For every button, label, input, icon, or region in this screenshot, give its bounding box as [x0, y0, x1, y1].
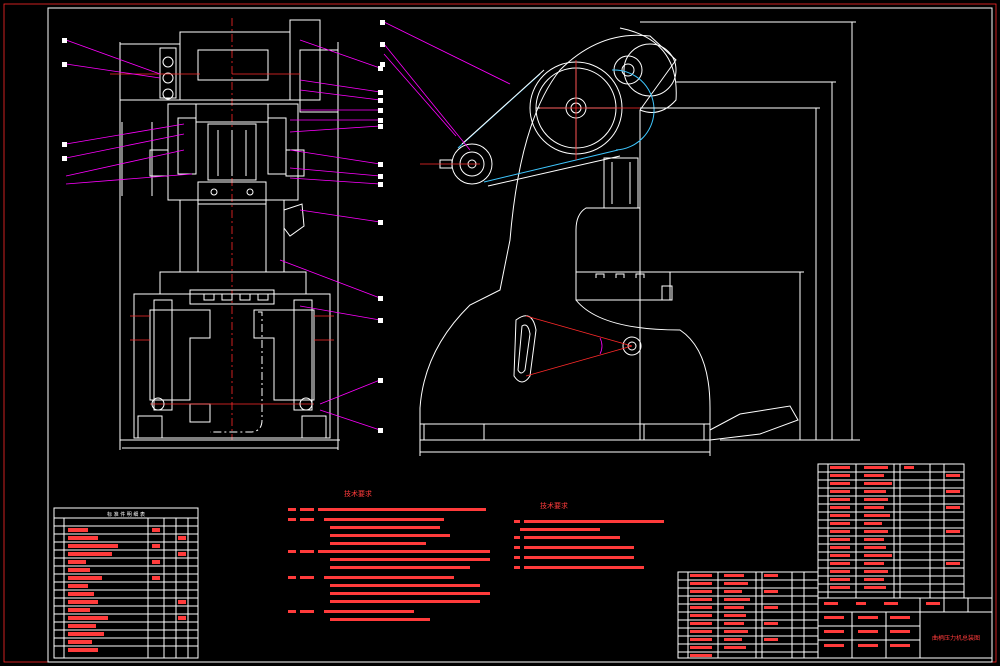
parts-table-title: 标 准 件 明 细 表	[107, 511, 145, 518]
front-view	[110, 18, 340, 450]
bill-of-materials-lower	[677, 571, 819, 659]
side-view	[419, 27, 799, 441]
side-dimensions	[419, 21, 860, 456]
parts-list-table: 标 准 件 明 细 表	[53, 507, 199, 659]
front-callouts	[62, 38, 383, 433]
front-leaders	[65, 39, 381, 431]
tech-notes-heading: 技术要求	[344, 489, 372, 498]
tech-notes-heading-2: 技术要求	[540, 501, 568, 510]
title-block: 曲柄压力机总装图	[817, 597, 993, 659]
bill-of-materials	[817, 463, 965, 599]
sheet-border	[3, 3, 997, 663]
side-leaders	[383, 21, 511, 151]
technical-notes-left: 技术要求	[288, 489, 490, 621]
side-callouts	[380, 20, 385, 67]
technical-notes-right: 技术要求	[514, 501, 664, 569]
drawing-title: 曲柄压力机总装图	[932, 634, 980, 642]
